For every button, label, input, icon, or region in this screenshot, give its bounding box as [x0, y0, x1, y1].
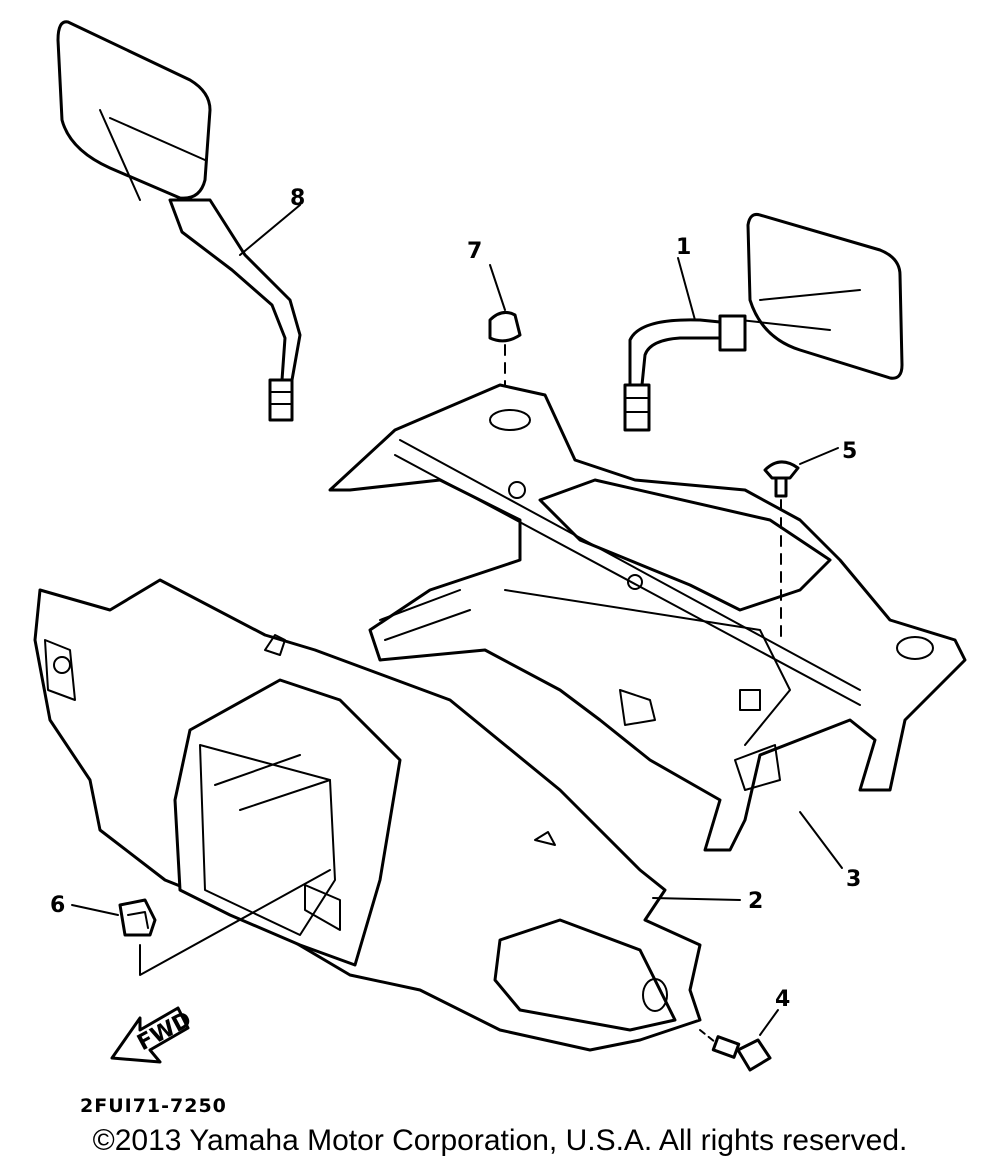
part-4-bolt[interactable] — [699, 1009, 779, 1072]
part-2-handlebar-cover-front[interactable] — [33, 578, 741, 1052]
callout-5: 5 — [842, 439, 857, 464]
copyright-notice: ©2013 Yamaha Motor Corporation, U.S.A. A… — [92, 1124, 908, 1157]
part-8-left-mirror[interactable] — [56, 20, 302, 422]
part-3-handlebar-cover-rear[interactable] — [328, 383, 967, 869]
callout-4: 4 — [775, 987, 790, 1012]
exploded-parts-diagram: FWD 1 2 3 4 5 6 7 8 — [33, 20, 967, 1072]
callout-1: 1 — [676, 235, 691, 260]
callout-8: 8 — [290, 186, 305, 211]
part-1-right-mirror[interactable] — [623, 213, 904, 432]
callout-7: 7 — [467, 239, 482, 264]
diagram-code: 2FUI71-7250 — [80, 1095, 227, 1117]
part-6-nut-clip[interactable] — [71, 869, 331, 976]
callout-labels: 1 2 3 4 5 6 7 8 — [50, 186, 861, 1012]
callout-6: 6 — [50, 893, 65, 918]
callout-3: 3 — [846, 867, 861, 892]
forward-direction-arrow: FWD — [110, 1006, 196, 1064]
part-5-screw[interactable] — [763, 447, 839, 641]
part-7-grommet[interactable] — [488, 264, 522, 401]
callout-2: 2 — [748, 889, 763, 914]
